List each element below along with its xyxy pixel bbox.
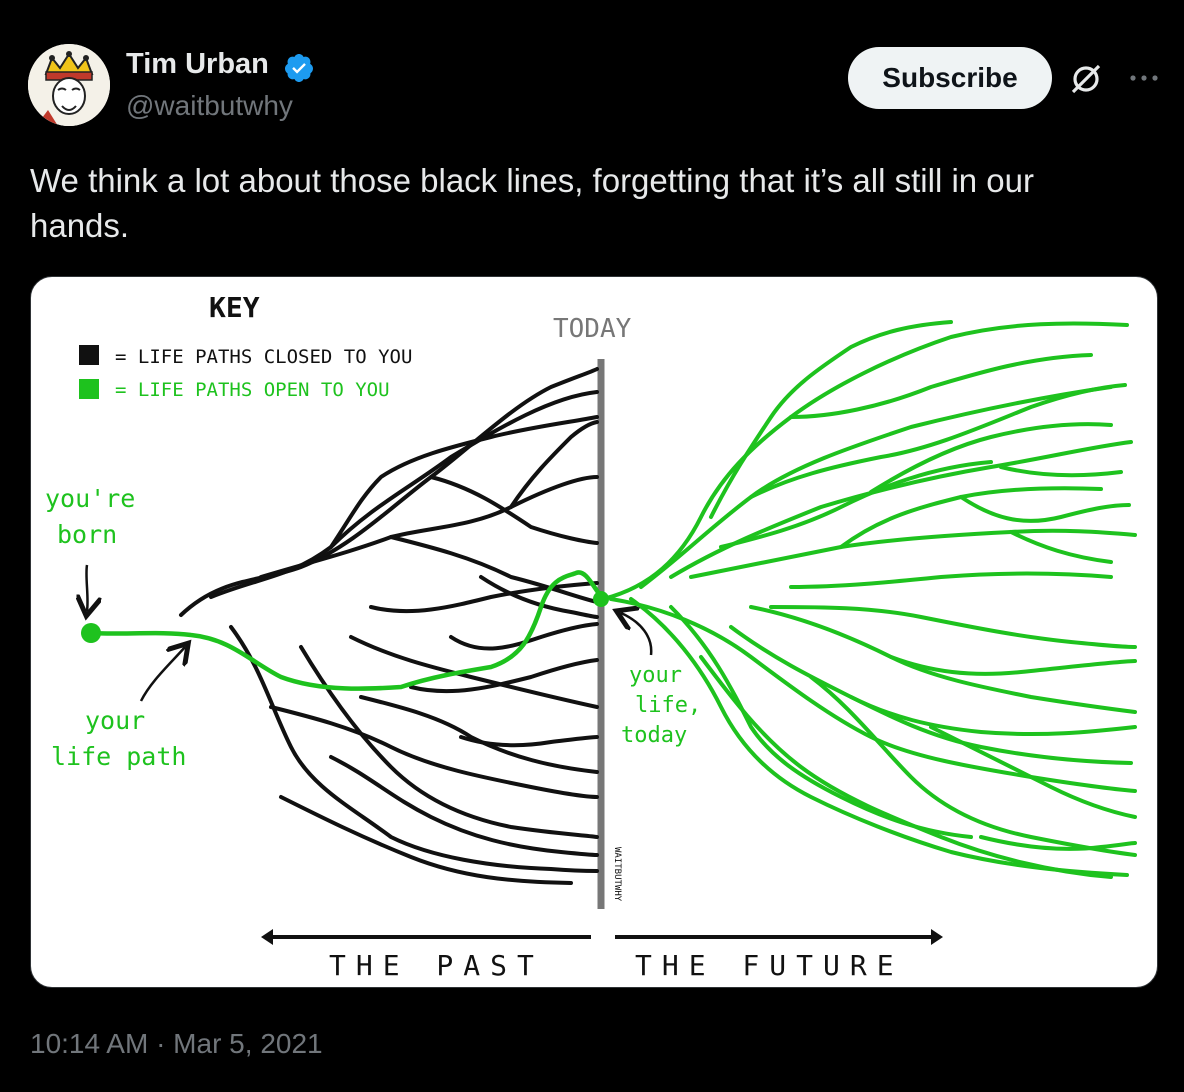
key-open-label: = LIFE PATHS OPEN TO YOU — [115, 379, 390, 401]
verified-badge-icon — [284, 54, 313, 82]
tweet-image[interactable]: KEY = LIFE PATHS CLOSED TO YOU = LIFE PA… — [30, 276, 1158, 988]
life-path-label-2: life path — [51, 742, 186, 771]
born-label-2: born — [57, 520, 117, 549]
more-icon[interactable] — [1124, 58, 1164, 98]
born-dot — [81, 623, 101, 643]
today-label: TODAY — [553, 314, 632, 344]
today-label-3: today — [621, 723, 687, 748]
today-label-2: life, — [635, 693, 701, 718]
born-arrow — [86, 564, 87, 611]
grok-icon[interactable] — [1066, 59, 1106, 99]
tweet-text: We think a lot about those black lines, … — [30, 162, 1034, 244]
life-paths-illustration: KEY = LIFE PATHS CLOSED TO YOU = LIFE PA… — [45, 291, 1137, 982]
today-label-1: your — [629, 663, 682, 688]
signature: WAITBUTWHY — [612, 847, 622, 902]
subscribe-button[interactable]: Subscribe — [848, 47, 1052, 109]
past-label: THE PAST — [329, 949, 544, 982]
future-arrowhead — [931, 929, 943, 945]
key-title: KEY — [209, 291, 260, 324]
open-swatch — [79, 379, 99, 399]
life-path-arrow — [139, 647, 185, 702]
closed-swatch — [79, 345, 99, 365]
born-label-1: you're — [45, 484, 135, 513]
today-dot — [593, 591, 609, 607]
author-name[interactable]: Tim Urban — [126, 48, 269, 80]
key-closed-label: = LIFE PATHS CLOSED TO YOU — [115, 346, 412, 368]
closed-paths — [179, 367, 599, 885]
open-paths — [601, 320, 1137, 879]
past-arrowhead — [261, 929, 273, 945]
life-path-label-1: your — [85, 706, 145, 735]
king-card-avatar-icon — [28, 44, 110, 126]
author-handle[interactable]: @waitbutwhy — [126, 90, 293, 121]
your-life-path — [88, 570, 606, 691]
today-arrow — [621, 613, 653, 656]
avatar[interactable] — [28, 44, 110, 126]
tweet-timestamp[interactable]: 10:14 AM · Mar 5, 2021 — [30, 1028, 323, 1059]
future-label: THE FUTURE — [635, 949, 904, 982]
